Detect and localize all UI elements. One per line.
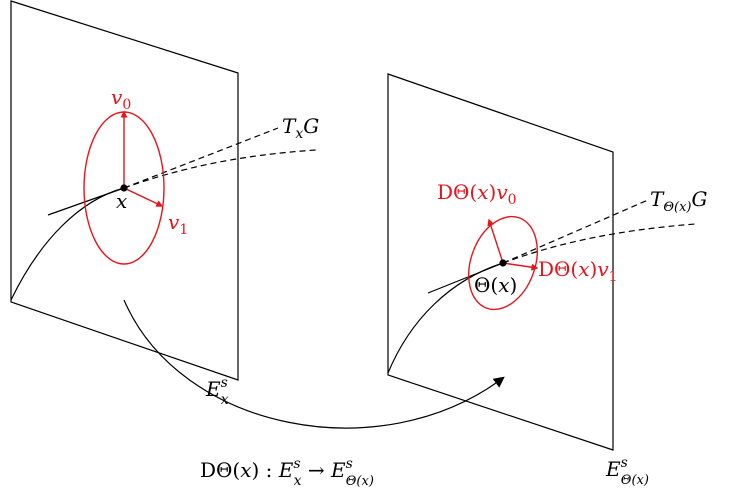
- left-curve-dashed: [123, 149, 317, 189]
- label-DTheta-v1: DΘ(x)v1: [538, 257, 618, 285]
- left-tangent-dashed: [123, 127, 279, 189]
- right-point: [499, 259, 507, 267]
- right-ellipse: [468, 215, 538, 311]
- label-v1: v1: [168, 210, 188, 238]
- right-tangent-solid: [427, 262, 504, 294]
- label-v0: v0: [111, 85, 131, 113]
- label-TxG: TxG: [282, 114, 319, 142]
- left-manifold-curve: [10, 187, 125, 301]
- left-tangent-solid: [47, 187, 125, 216]
- right-dv1-arrow: [502, 262, 539, 271]
- right-tangent-dashed: [502, 199, 649, 264]
- label-x: x: [116, 189, 127, 213]
- right-curve-dashed: [502, 223, 696, 264]
- label-TThetaG: TΘ(x)G: [650, 187, 707, 215]
- map-arrow: [123, 299, 505, 429]
- left-point: [120, 184, 128, 192]
- right-plane: [387, 73, 614, 451]
- label-DTheta-v0: DΘ(x)v0: [437, 180, 517, 208]
- left-plane: [10, 0, 239, 381]
- left-v1-arrow: [123, 187, 164, 207]
- label-Theta-x: Θ(x): [474, 273, 517, 297]
- right-dv0-arrow: [487, 218, 504, 264]
